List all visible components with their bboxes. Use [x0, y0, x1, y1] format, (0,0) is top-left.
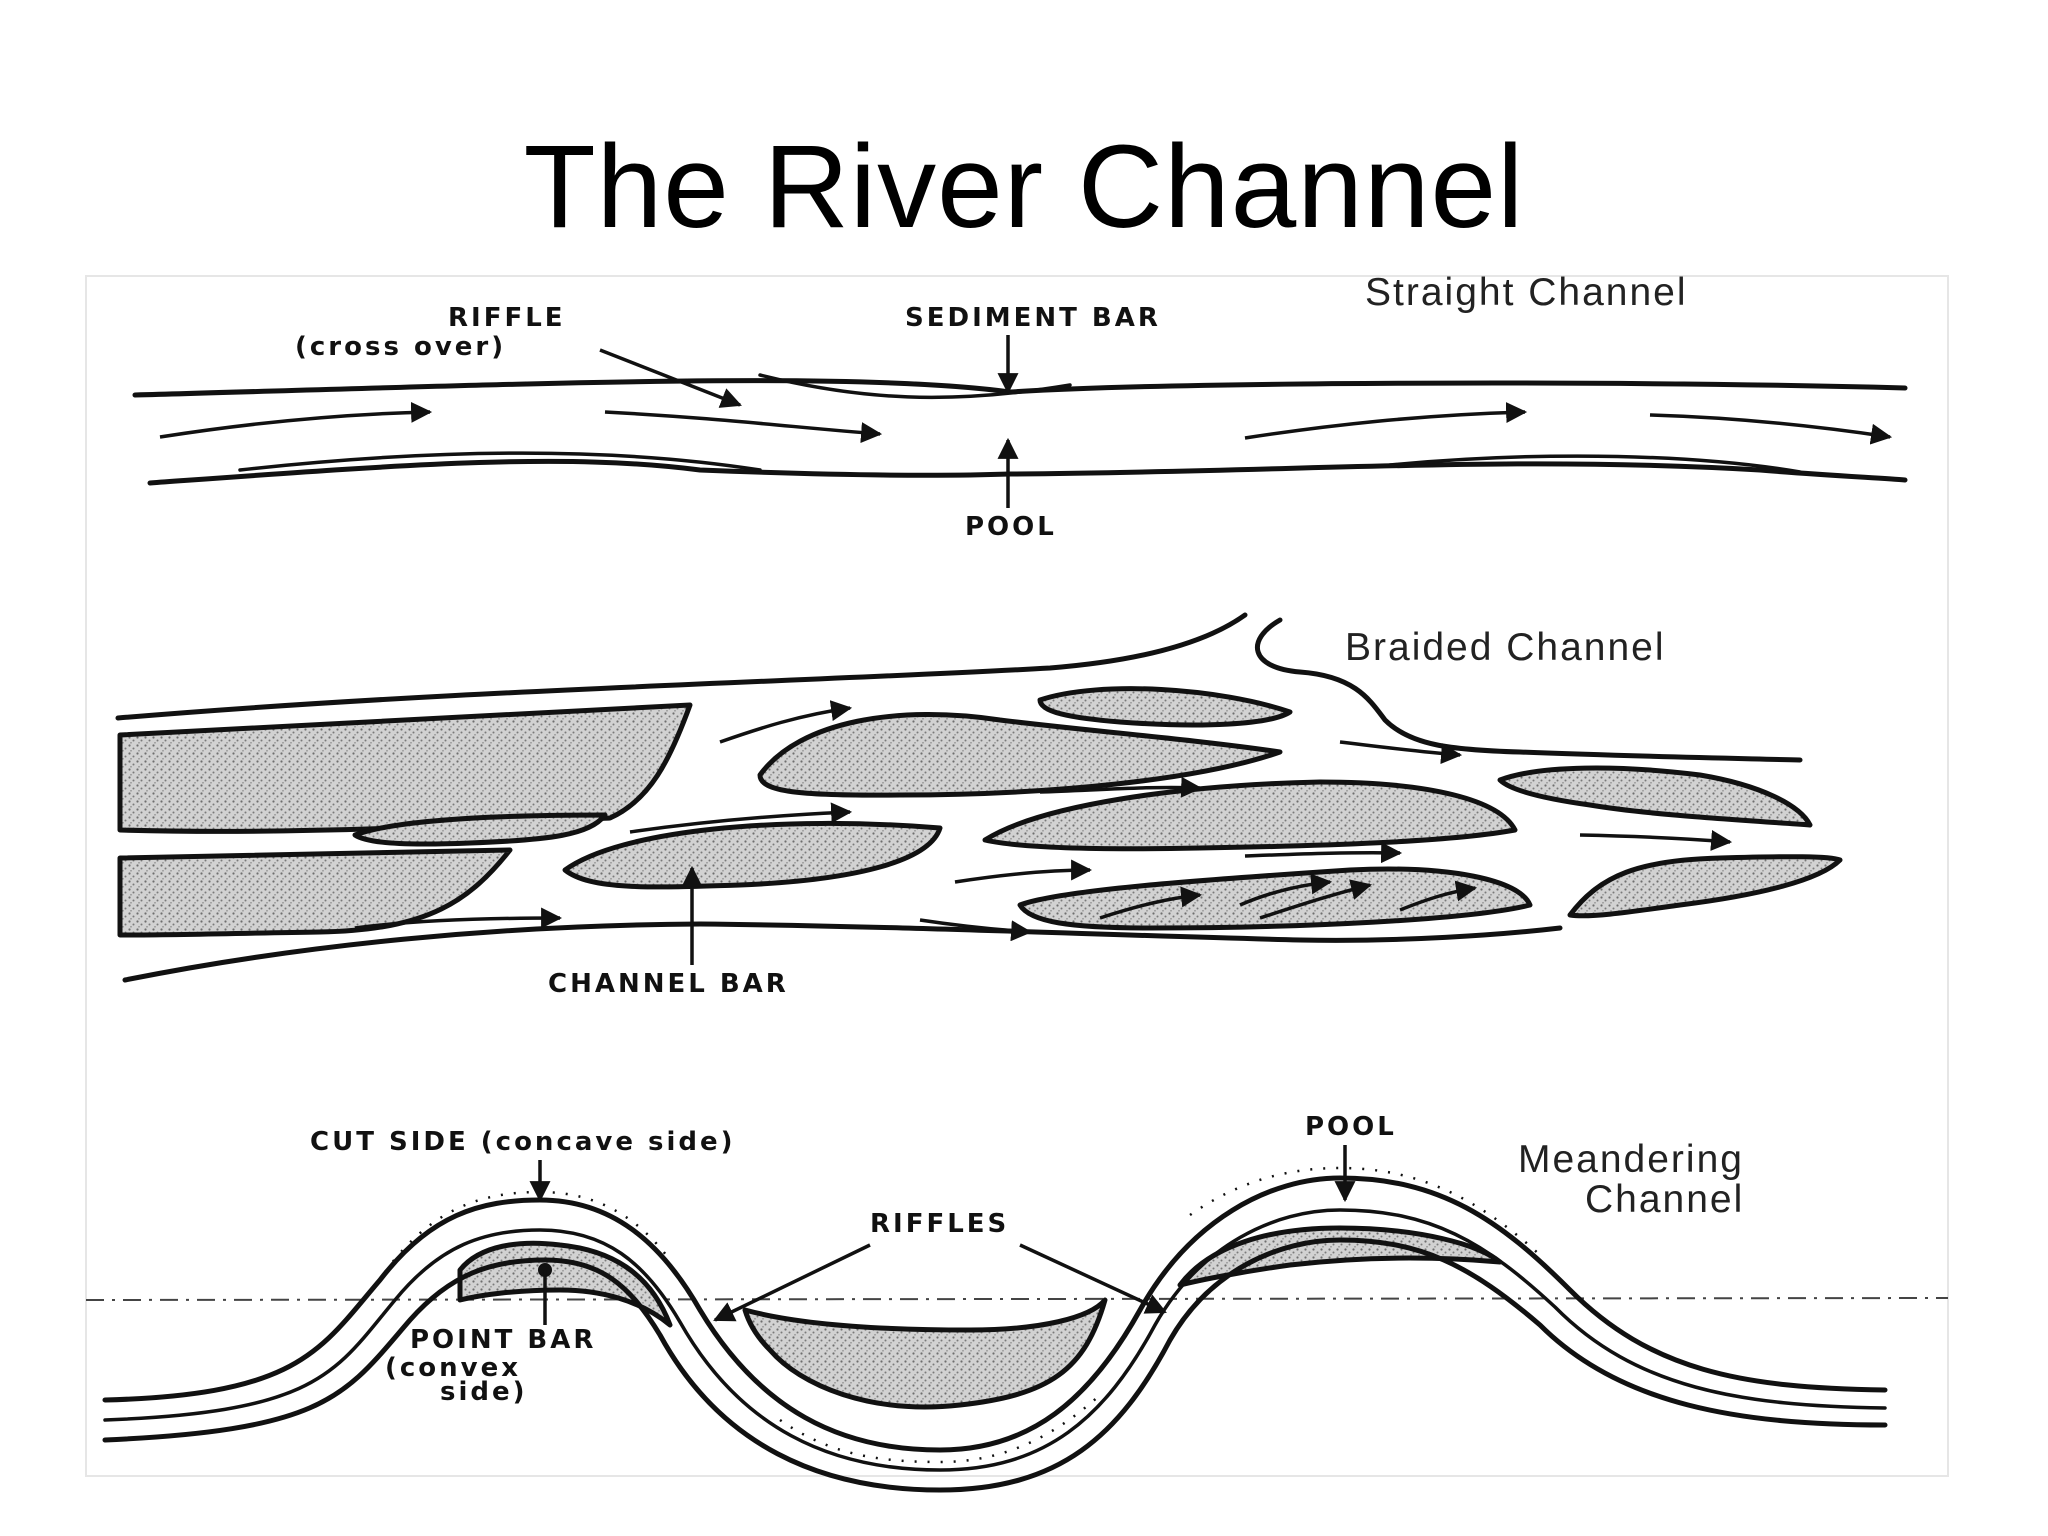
point-bar-label: POINT BAR [410, 1325, 596, 1355]
point-bar-sublabel-2: side) [440, 1377, 528, 1407]
cut-side-ticks-middle [779, 1394, 1101, 1464]
pool-edge-right [1388, 454, 1802, 474]
braided-flow-arrow-3 [1039, 776, 1203, 798]
meander-inner-bank [102, 1237, 1888, 1493]
braided-flow-arrow-4 [629, 802, 853, 834]
sediment-bar-edge [758, 373, 1072, 400]
pool-label: POOL [965, 512, 1057, 542]
straight-channel-heading: Straight Channel [1365, 271, 1688, 314]
channel-bar-label: CHANNEL BAR [548, 969, 789, 999]
riffle-label: RIFFLE [448, 303, 566, 333]
figure-frame [85, 275, 1949, 1477]
straight-lower-bank [147, 458, 1908, 486]
braided-bar-3 [117, 847, 513, 938]
meander-thalweg [103, 1208, 1887, 1472]
point-bar-middle [742, 1297, 1108, 1410]
braided-bar-8 [1017, 866, 1533, 931]
meandering-channel-diagram: Meandering Channel CUT SIDE (concave sid… [85, 1112, 1949, 1493]
braided-flow-arrow-12 [1259, 879, 1373, 920]
braided-bar-6 [982, 779, 1518, 852]
riffles-pointer-arrow-left [713, 1243, 871, 1322]
braided-bar-5 [1037, 686, 1293, 728]
braided-flow-arrow-2 [1339, 740, 1463, 765]
riffles-label: RIFFLES [870, 1209, 1009, 1239]
braided-bar-2 [352, 812, 608, 847]
braided-flow-arrow-6 [1244, 842, 1403, 864]
braided-flow-arrow-8 [354, 907, 563, 930]
braided-flow-arrow-1 [719, 700, 853, 744]
braided-channel-diagram: Braided Channel [115, 612, 1843, 999]
meander-outer-bank [102, 1175, 1888, 1453]
meander-pool-label: POOL [1305, 1112, 1397, 1142]
braided-flow-arrow-9 [919, 918, 1033, 942]
braided-channel-heading: Braided Channel [1345, 626, 1666, 669]
meandering-channel-heading-line1: Meandering [1518, 1138, 1744, 1181]
riffle-pointer-arrow [599, 348, 742, 408]
meandering-channel-heading-line2: Channel [1585, 1178, 1744, 1221]
braided-bar-9 [1567, 854, 1843, 919]
braided-flow-arrow-10 [1099, 886, 1203, 920]
straight-flow-arrow-1 [159, 401, 433, 439]
braided-flow-arrow-11 [1239, 873, 1333, 907]
braided-bar-4 [757, 712, 1283, 798]
braided-flow-arrow-7 [1579, 830, 1733, 851]
riffle-sublabel: (cross over) [295, 332, 506, 362]
braided-flow-arrow-5 [954, 859, 1093, 884]
straight-channel-diagram: Straight Channel RIFFLE (cross over) SED… [132, 271, 1908, 542]
straight-flow-arrow-4 [1649, 413, 1893, 445]
straight-flow-arrow-2 [604, 410, 883, 444]
braided-bar-7 [1497, 765, 1813, 828]
sediment-bar-label: SEDIMENT BAR [905, 303, 1161, 333]
riffles-pointer-arrow-right [1019, 1243, 1167, 1314]
braided-flow-arrow-13 [1399, 880, 1478, 912]
cut-side-label: CUT SIDE (concave side) [310, 1127, 736, 1157]
point-bar-left [457, 1240, 673, 1328]
braided-right-bank [1255, 617, 1803, 763]
braided-bar-1 [117, 702, 693, 834]
straight-flow-arrow-3 [1244, 402, 1528, 440]
channel-bar [562, 820, 943, 890]
braided-upper-bank [115, 612, 1248, 721]
pool-edge [238, 451, 762, 472]
slide-title: The River Channel [523, 121, 1525, 253]
braided-lower-bank [122, 921, 1563, 983]
point-bar-sublabel-1: (convex [385, 1353, 521, 1383]
